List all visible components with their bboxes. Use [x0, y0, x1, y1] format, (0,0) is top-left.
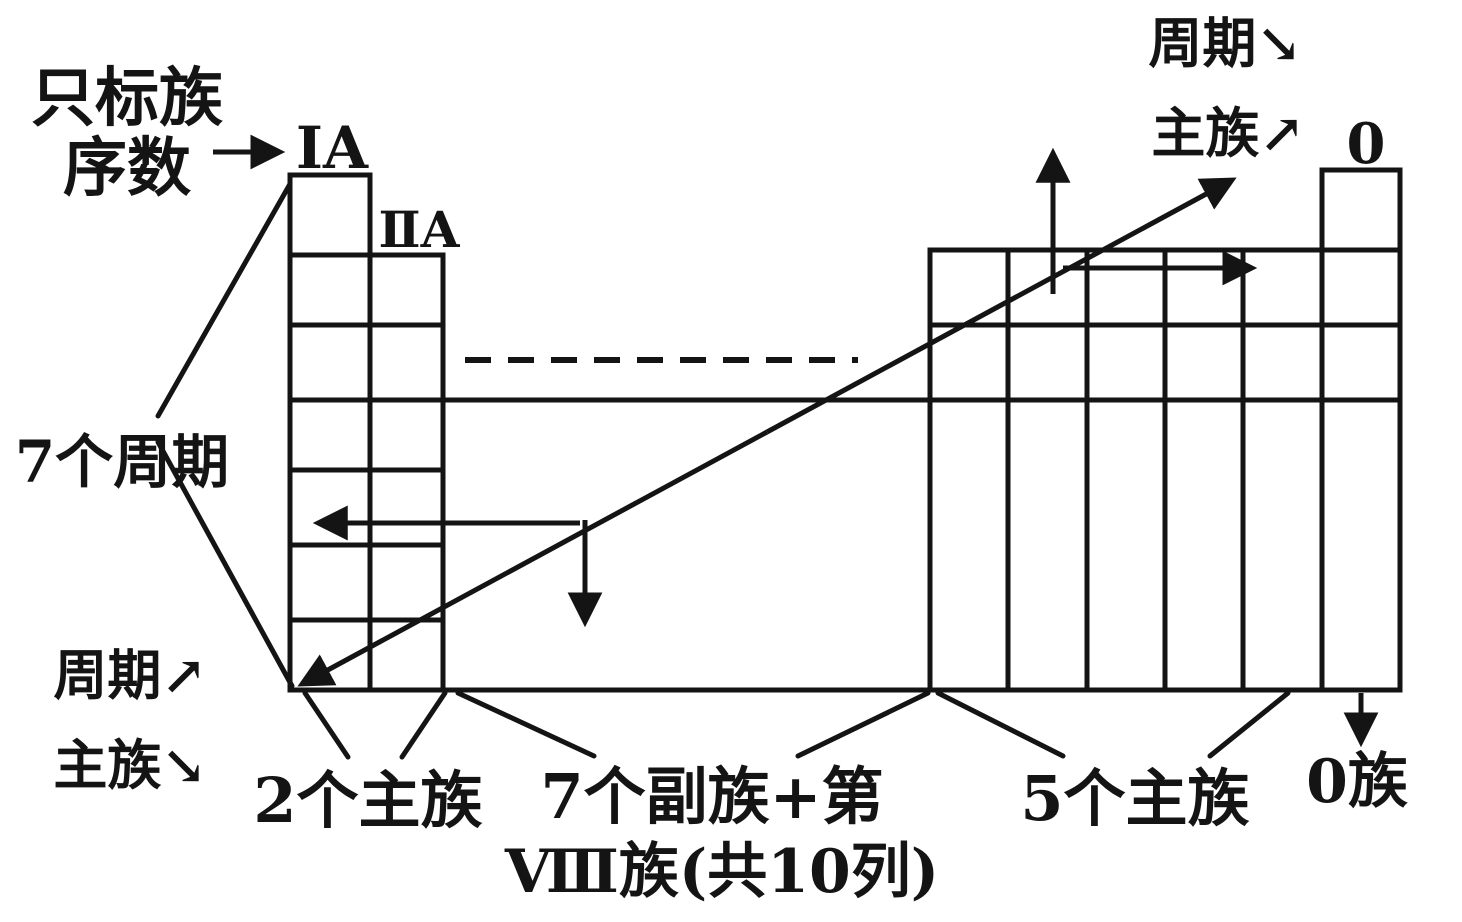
diagonal-arrow-upper-icon [765, 177, 1237, 435]
sub-groups-label-line2: Ⅷ族(共10列) [504, 837, 939, 907]
top-left-note-line2: 序数 [63, 131, 191, 206]
periods-brace-lower-line [155, 439, 295, 689]
middle-block-left-line [455, 690, 597, 759]
right-block-grid [927, 167, 1403, 693]
zero-group-label: 0族 [1306, 747, 1408, 817]
bottom-left-period-direction-label: 周期↗ [53, 643, 206, 707]
group-zero-header: 0 [1347, 111, 1386, 177]
periods-brace-upper-line [155, 181, 293, 419]
two-main-groups-label: 2个主族 [253, 764, 482, 837]
full-width-lines [287, 397, 1403, 693]
sub-groups-label-line1: 7个副族+第 [540, 760, 883, 833]
five-main-groups-left-line [935, 690, 1066, 759]
two-main-groups-left-line [302, 690, 351, 760]
group-ia-header: ⅠA [296, 114, 369, 182]
two-main-groups-right-line [399, 690, 448, 760]
middle-block-right-line [795, 690, 931, 759]
group-iia-header: ⅡA [379, 200, 461, 259]
top-left-note-line1: 只标族 [31, 61, 223, 136]
connector-lines [155, 181, 1291, 760]
labels: 只标族 序数 ⅠA ⅡA 0 7个周期 周期↗ 主族↘ 周期↘ 主族↗ 2个主族… [15, 11, 1408, 907]
top-right-main-group-direction-label: 主族↗ [1151, 101, 1304, 165]
arrows [213, 134, 1379, 748]
left-columns-grid [287, 172, 446, 693]
table-grid [287, 167, 1403, 693]
top-right-period-direction-label: 周期↘ [1148, 11, 1301, 75]
five-main-groups-label: 5个主族 [1020, 762, 1249, 835]
bottom-left-main-group-direction-label: 主族↘ [53, 733, 206, 797]
diagonal-arrow-lower-icon [297, 429, 769, 687]
seven-periods-label: 7个周期 [15, 428, 229, 496]
five-main-groups-right-line [1207, 690, 1291, 759]
